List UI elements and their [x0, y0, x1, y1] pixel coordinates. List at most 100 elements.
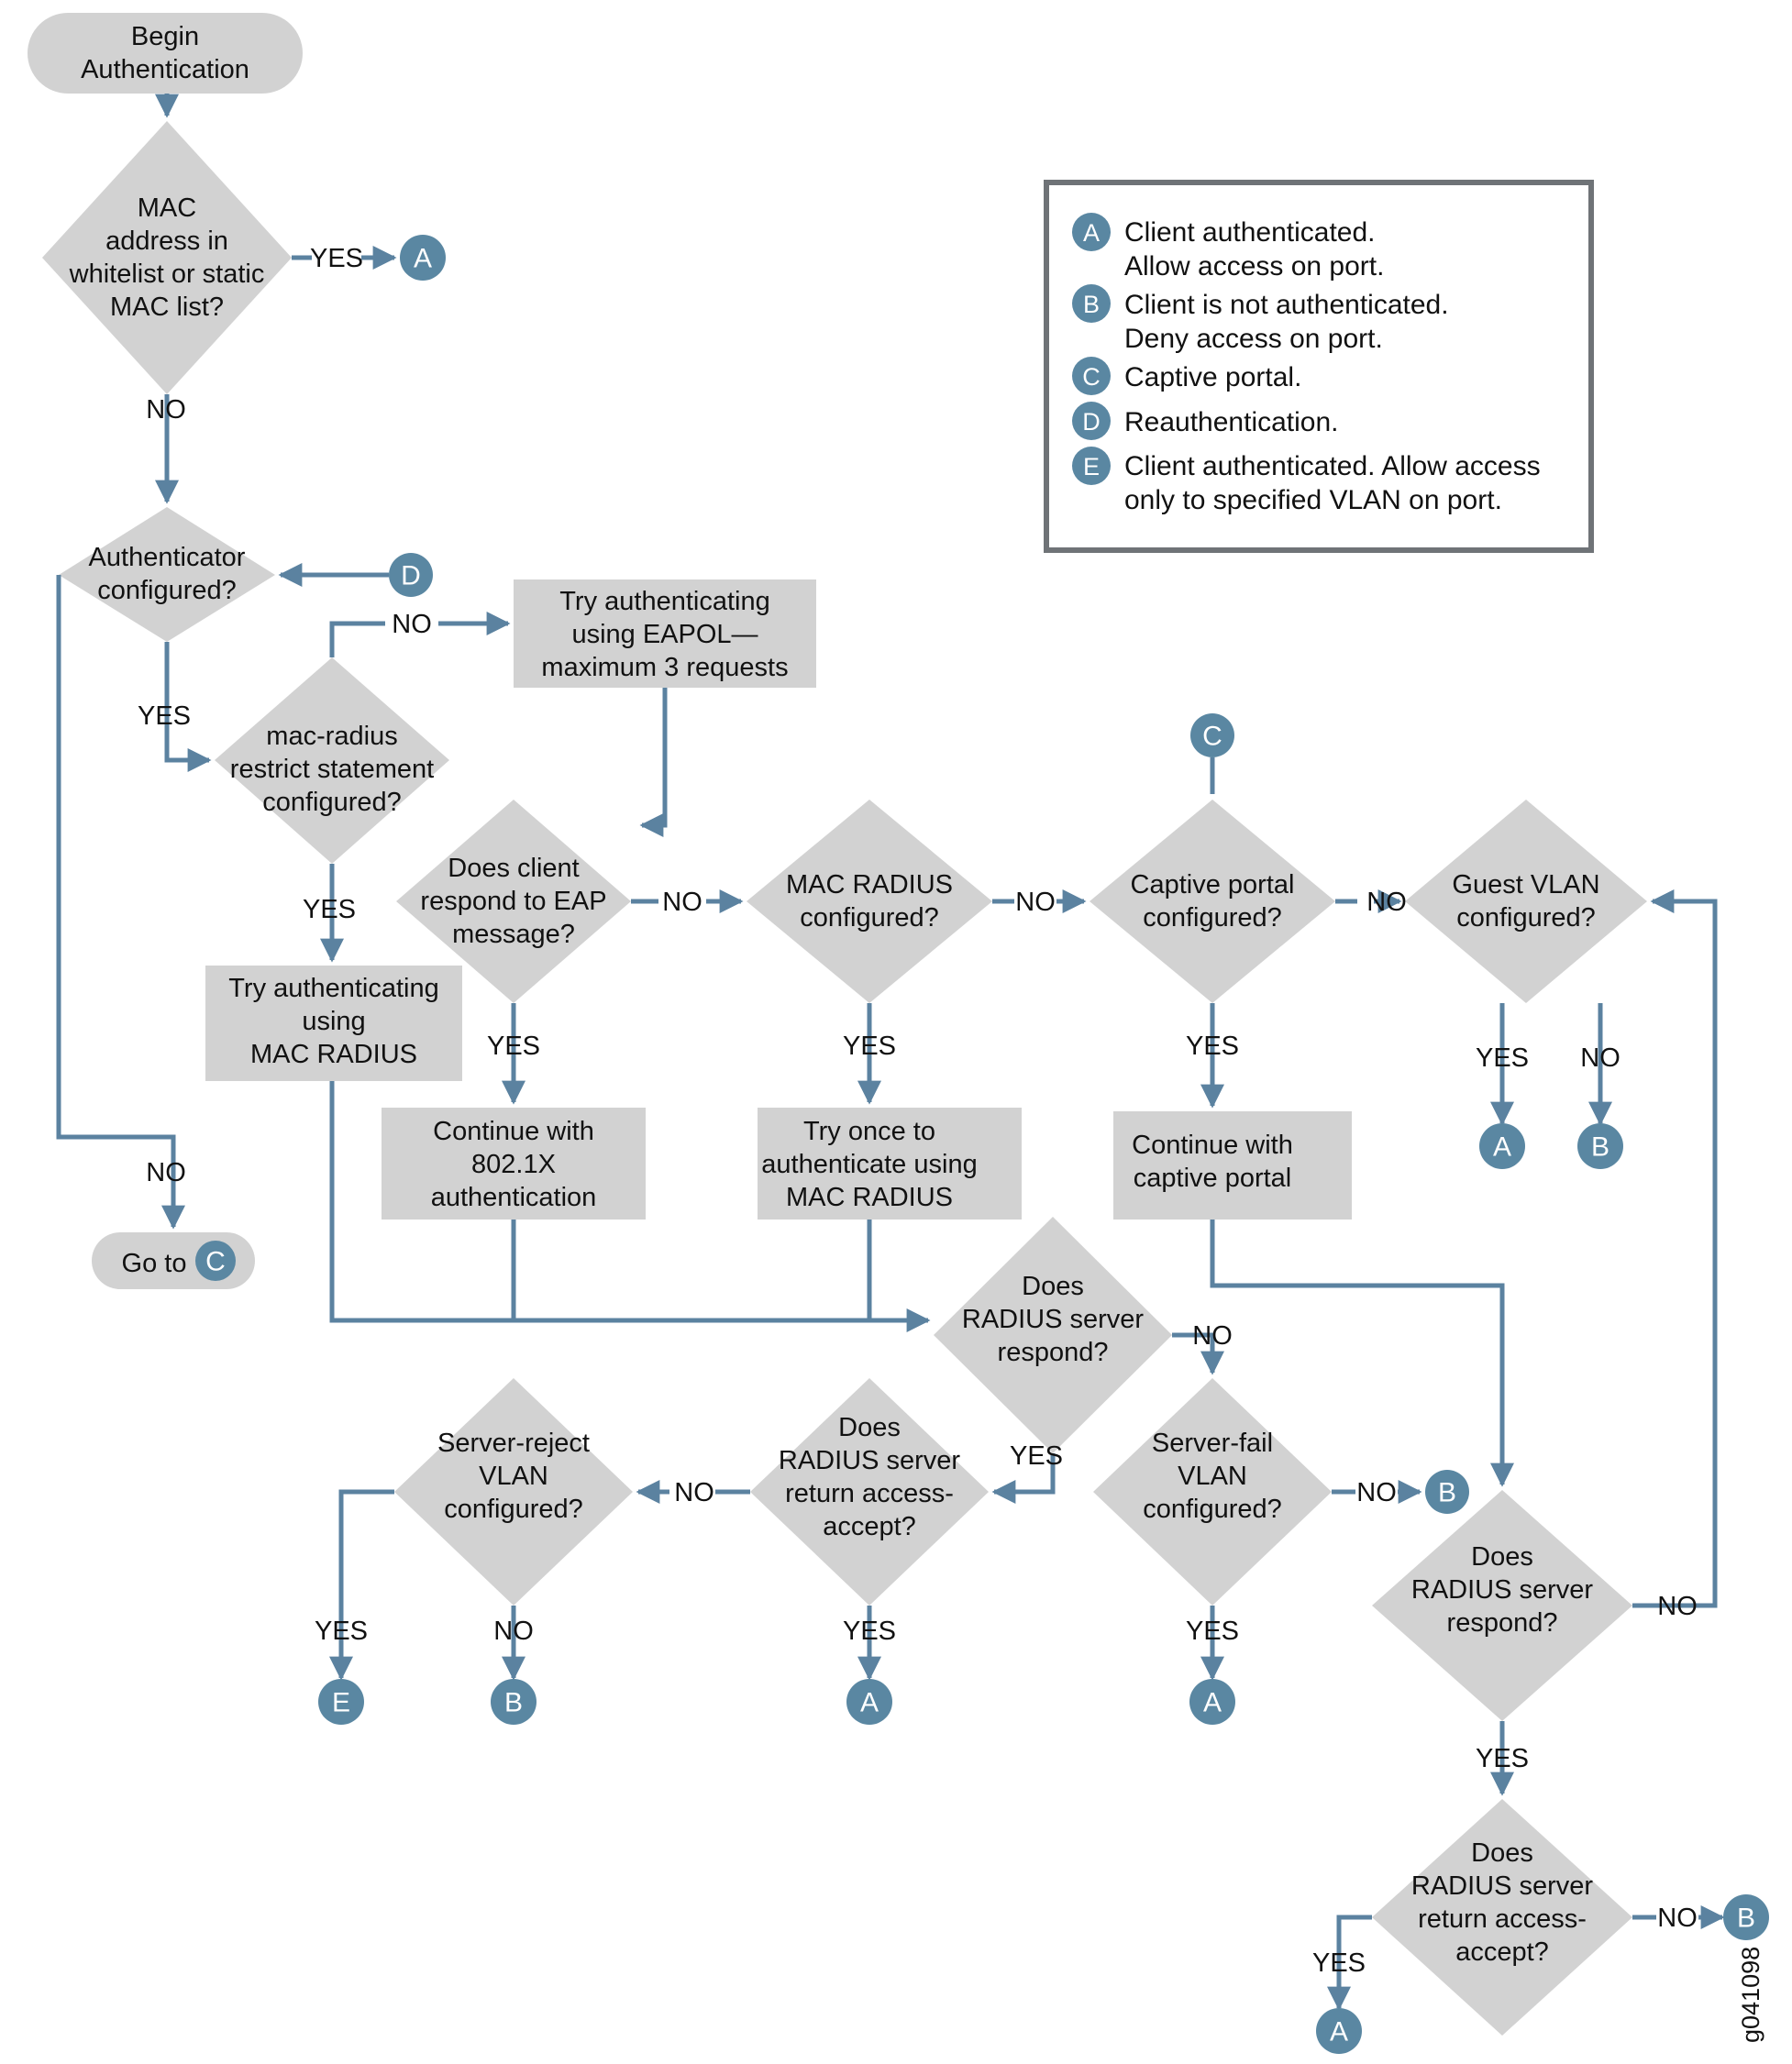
connector-label-b3: B: [504, 1688, 523, 1718]
node-mac-radius-restrict-label: mac-radius restrict statement configured…: [230, 722, 434, 817]
svg-text:Captive portal: Captive portal: [1131, 870, 1295, 900]
connector-label-e1: E: [332, 1688, 350, 1718]
connector-label-b4: B: [1737, 1904, 1755, 1934]
svg-text:Does: Does: [1471, 1838, 1533, 1868]
svg-text:mac-radius: mac-radius: [266, 722, 397, 751]
node-captive-cfg-label: Captive portal configured?: [1131, 870, 1295, 933]
edge-label-server-reject-no: NO: [493, 1617, 534, 1646]
node-eapol-label: Try authenticating using EAPOL— maximum …: [541, 587, 788, 682]
edge-authenticator-left-to-goto-c: [56, 575, 185, 1230]
svg-text:Try authenticating: Try authenticating: [559, 587, 769, 616]
svg-text:VLAN: VLAN: [479, 1462, 548, 1491]
node-continue-8021x-label: Continue with 802.1X authentication: [431, 1117, 597, 1212]
node-radius-accept-1-label: Does RADIUS server return access- accept…: [779, 1413, 961, 1541]
svg-text:using EAPOL—: using EAPOL—: [571, 620, 758, 649]
svg-text:accept?: accept?: [1455, 1937, 1549, 1967]
node-try-mac-radius-label: Try authenticating using MAC RADIUS: [228, 974, 438, 1069]
svg-text:RADIUS server: RADIUS server: [1411, 1871, 1594, 1901]
svg-text:authentication: authentication: [431, 1183, 597, 1212]
connector-circle-a3: [846, 1679, 892, 1725]
svg-text:return access-: return access-: [785, 1479, 954, 1508]
svg-text:Try authenticating: Try authenticating: [228, 974, 438, 1003]
connector-circle-c-goto: [195, 1241, 236, 1281]
node-radius-respond-1-shape: [934, 1217, 1172, 1453]
edge-accept2-yes-to-a: [1327, 1915, 1372, 2011]
svg-text:RADIUS server: RADIUS server: [779, 1446, 961, 1475]
edge-server-reject-yes-to-e: [329, 1489, 394, 1681]
edge-label-radius-respond2-no: NO: [1657, 1592, 1698, 1621]
edge-label-authenticator-yes: YES: [138, 701, 191, 731]
edge-label-client-eap-no: NO: [662, 888, 702, 917]
connector-circle-b1: [1577, 1123, 1623, 1169]
node-begin-label: Begin Authentication: [81, 22, 249, 84]
node-server-fail-vlan-shape: [1093, 1378, 1332, 1606]
svg-text:MAC RADIUS: MAC RADIUS: [786, 870, 953, 900]
node-authenticator-label: Authenticator configured?: [89, 543, 246, 605]
connector-circle-d: [389, 553, 433, 597]
svg-text:Authenticator: Authenticator: [89, 543, 246, 572]
connector-label-c-in: C: [1202, 722, 1222, 752]
connector-label-a5: A: [1330, 2017, 1348, 2047]
legend-key-a: A: [1083, 219, 1100, 247]
svg-text:VLAN: VLAN: [1178, 1462, 1247, 1491]
node-continue-captive-shape: [1113, 1111, 1352, 1220]
legend-circle-a: [1072, 213, 1111, 251]
svg-text:configured?: configured?: [1456, 903, 1596, 933]
connector-label-a2: A: [1493, 1132, 1511, 1163]
svg-text:Begin: Begin: [131, 22, 199, 51]
edge-label-mac-radius-cfg-no: NO: [1015, 888, 1056, 917]
svg-text:maximum 3 requests: maximum 3 requests: [541, 653, 788, 682]
node-radius-respond-2-label: Does RADIUS server respond?: [1411, 1542, 1594, 1638]
edge-label-accept2-no: NO: [1657, 1904, 1698, 1933]
connector-circle-a4: [1189, 1679, 1235, 1725]
edge-label-accept2-yes: YES: [1312, 1948, 1366, 1978]
legend-text-a-line1: Client authenticated.: [1124, 217, 1376, 248]
node-server-reject-vlan-label: Server-reject VLAN configured?: [437, 1429, 590, 1524]
node-goto-c-label: Go to: [122, 1249, 187, 1278]
svg-text:802.1X: 802.1X: [471, 1150, 556, 1179]
node-radius-respond-1-label: Does RADIUS server respond?: [962, 1272, 1145, 1367]
edge-label-mac-no: NO: [146, 395, 186, 425]
edge-eapol-to-client-eap: [639, 688, 668, 837]
svg-text:Go to: Go to: [122, 1249, 187, 1278]
edge-label-authenticator-no: NO: [392, 610, 432, 639]
edge-radius-respond1-no-to-server-fail: [1172, 1332, 1224, 1375]
svg-text:configured?: configured?: [444, 1495, 583, 1524]
svg-text:Continue with: Continue with: [433, 1117, 594, 1146]
node-continue-captive-label: Continue with captive portal: [1132, 1131, 1293, 1193]
legend-key-e: E: [1083, 453, 1100, 480]
legend-key-d: D: [1082, 408, 1101, 436]
svg-text:Authentication: Authentication: [81, 55, 249, 84]
edge-label-server-fail-no: NO: [1356, 1478, 1397, 1507]
svg-text:respond to EAP: respond to EAP: [420, 887, 606, 916]
svg-text:MAC RADIUS: MAC RADIUS: [786, 1183, 953, 1212]
svg-text:MAC list?: MAC list?: [110, 292, 224, 322]
edge-label-guest-no: NO: [1580, 1043, 1621, 1073]
connector-label-b2: B: [1438, 1478, 1456, 1508]
node-radius-accept-1-shape: [750, 1378, 989, 1606]
legend-box: [1044, 180, 1594, 553]
connector-circle-a2: [1479, 1123, 1525, 1169]
svg-text:Does: Does: [1471, 1542, 1533, 1572]
node-mac-whitelist-shape: [42, 121, 292, 394]
node-server-reject-vlan-shape: [394, 1378, 633, 1606]
svg-text:Try once to: Try once to: [803, 1117, 935, 1146]
edge-continue-captive-to-radius-respond-2: [1210, 1220, 1514, 1487]
legend-text-b-line1: Client is not authenticated.: [1124, 290, 1449, 320]
legend-circle-c: [1072, 357, 1111, 395]
connector-circle-c-in: [1190, 713, 1234, 757]
edge-label-radius-respond1-no: NO: [1192, 1321, 1233, 1351]
legend-text-b-line2: Deny access on port.: [1124, 324, 1383, 354]
legend-circle-b: [1072, 284, 1111, 323]
svg-text:configured?: configured?: [97, 576, 237, 605]
svg-text:whitelist or static: whitelist or static: [69, 259, 265, 289]
connector-circle-b4: [1723, 1894, 1769, 1940]
svg-text:Guest VLAN: Guest VLAN: [1452, 870, 1599, 900]
connector-circle-e1: [318, 1679, 364, 1725]
connector-label-a4: A: [1203, 1688, 1222, 1718]
edge-label-authenticator-left-no: NO: [146, 1158, 186, 1187]
svg-text:return access-: return access-: [1418, 1904, 1587, 1934]
node-try-mac-radius-shape: [205, 966, 462, 1081]
svg-text:RADIUS server: RADIUS server: [1411, 1575, 1594, 1605]
edge-authenticator-yes-to-restrict: [164, 642, 212, 772]
